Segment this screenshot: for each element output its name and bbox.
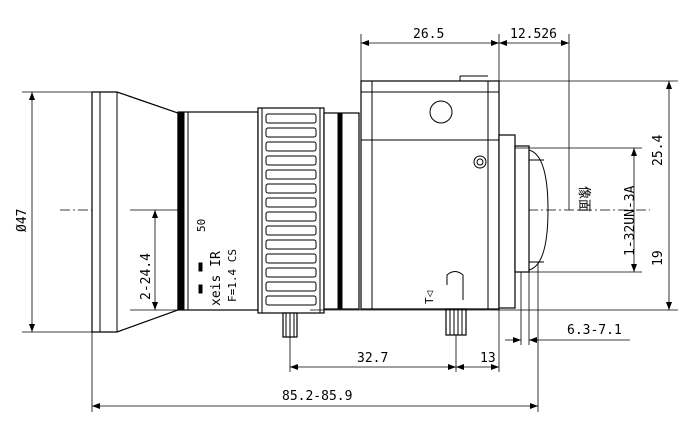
knurl-groove: [265, 141, 317, 152]
iris-lock-screw: [445, 308, 467, 336]
middle-barrel: [323, 112, 360, 310]
dim-25-4: 25.4: [651, 135, 666, 166]
lock-mark-label: T◁: [423, 290, 436, 304]
knurl-groove: [265, 267, 317, 278]
focus-lock-screw: [282, 312, 298, 338]
knurl-groove: [265, 155, 317, 166]
knurl-groove: [265, 113, 317, 124]
knurl-groove: [265, 183, 317, 194]
rear-mount: [498, 134, 549, 309]
knurl-groove: [265, 127, 317, 138]
dim-diameter-47: Ø47: [15, 209, 30, 232]
lens-hood: [91, 91, 179, 333]
dimension-arrows: [29, 40, 672, 409]
knurl-groove: [265, 169, 317, 180]
knurl-groove: [265, 239, 317, 250]
dim-13: 13: [480, 351, 496, 366]
knurl-groove: [265, 211, 317, 222]
dim-12-526: 12.526: [510, 27, 557, 42]
front-barrel: [177, 111, 259, 311]
dim-19: 19: [651, 250, 666, 266]
dim-6-3-7-1: 6.3-7.1: [567, 323, 622, 338]
brand-label: xeis IR: [209, 251, 224, 306]
thread-label: 1-32UN-3A: [623, 185, 638, 256]
focus-ring: [257, 107, 325, 314]
rear-body: [360, 75, 500, 310]
knurl-groove: [265, 197, 317, 208]
dim-total-length: 85.2-85.9: [282, 389, 352, 404]
knurl-groove: [265, 253, 317, 264]
spec-label: F=1.4 CS: [226, 249, 239, 302]
dim-2-24-4: 2-24.4: [139, 253, 154, 300]
knurl-groove: [265, 295, 317, 306]
knurl-groove: [265, 281, 317, 292]
knurl-groove: [265, 225, 317, 236]
dim-32-7: 32.7: [357, 351, 388, 366]
focal-mark-label: 50: [195, 219, 208, 232]
dim-26-5: 26.5: [413, 27, 444, 42]
image-plane-label: 像面: [576, 186, 591, 212]
